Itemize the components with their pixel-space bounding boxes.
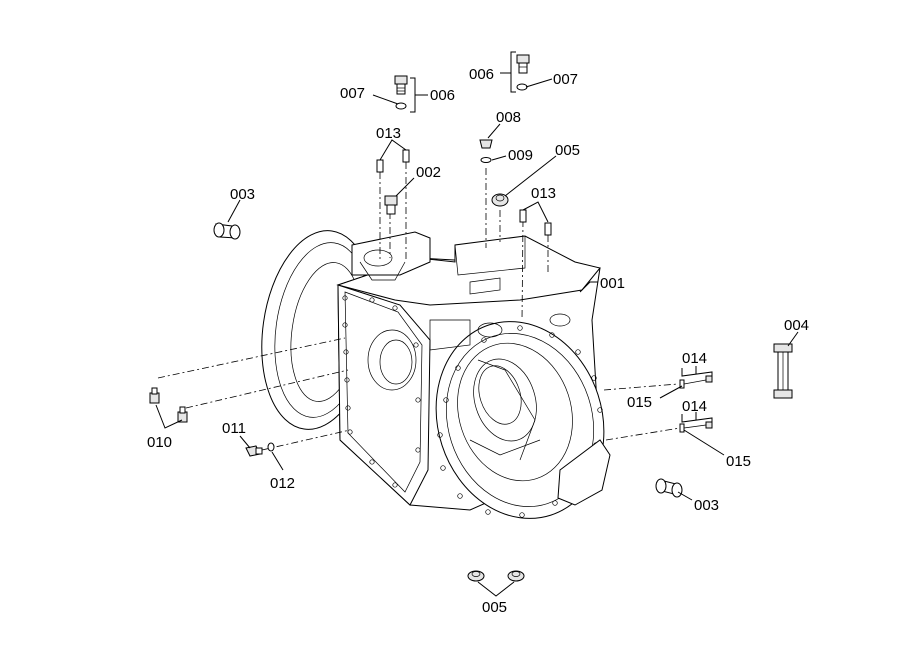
label-008: 008 — [496, 109, 521, 126]
part-011-fitting — [245, 445, 263, 457]
part-005-plug-top — [491, 193, 509, 207]
part-014-015-lower — [679, 421, 713, 433]
part-014-015-upper — [679, 375, 713, 389]
leader-lines — [155, 51, 799, 597]
label-003-right: 003 — [694, 497, 719, 514]
assembly-lines — [157, 162, 681, 451]
part-002-fitting — [384, 195, 398, 215]
label-003-left: 003 — [230, 186, 255, 203]
part-005-plugs-bottom — [467, 570, 525, 582]
label-013-left: 013 — [376, 125, 401, 142]
label-011: 011 — [222, 420, 246, 437]
label-006-left: 006 — [430, 87, 455, 104]
label-005-top: 005 — [555, 142, 580, 159]
label-007-right: 007 — [553, 71, 578, 88]
label-007-left: 007 — [340, 85, 365, 102]
part-010-fittings — [149, 387, 188, 423]
label-013-right: 013 — [531, 185, 556, 202]
part-008-plug — [479, 139, 493, 149]
label-002: 002 — [416, 164, 441, 181]
label-015-upper: 015 — [627, 394, 652, 411]
part-003-sleeve-right — [655, 478, 683, 498]
part-006-plug-left — [394, 75, 408, 95]
part-003-sleeve-left — [213, 222, 241, 240]
label-015-lower: 015 — [726, 453, 751, 470]
label-014-lower: 014 — [682, 398, 707, 415]
label-006-right: 006 — [469, 66, 494, 83]
part-006-plug-right — [516, 54, 530, 74]
label-005-bottom: 005 — [482, 599, 507, 616]
transmission-housing — [261, 230, 611, 519]
label-009: 009 — [508, 147, 533, 164]
part-007-ring-left — [395, 102, 407, 110]
part-004-sight-tube — [773, 343, 793, 399]
label-010: 010 — [147, 434, 172, 451]
part-013-pins-right — [519, 209, 552, 236]
part-013-pins-left — [376, 149, 410, 173]
label-012: 012 — [270, 475, 295, 492]
label-001: 001 — [600, 275, 625, 292]
label-004: 004 — [784, 317, 809, 334]
label-014-upper: 014 — [682, 350, 707, 367]
part-012-o-ring — [267, 442, 275, 452]
part-009-washer — [480, 157, 492, 163]
callout-labels: 001 002 003 003 004 005 005 006 006 007 … — [147, 66, 809, 616]
part-007-ring-right — [516, 83, 528, 91]
